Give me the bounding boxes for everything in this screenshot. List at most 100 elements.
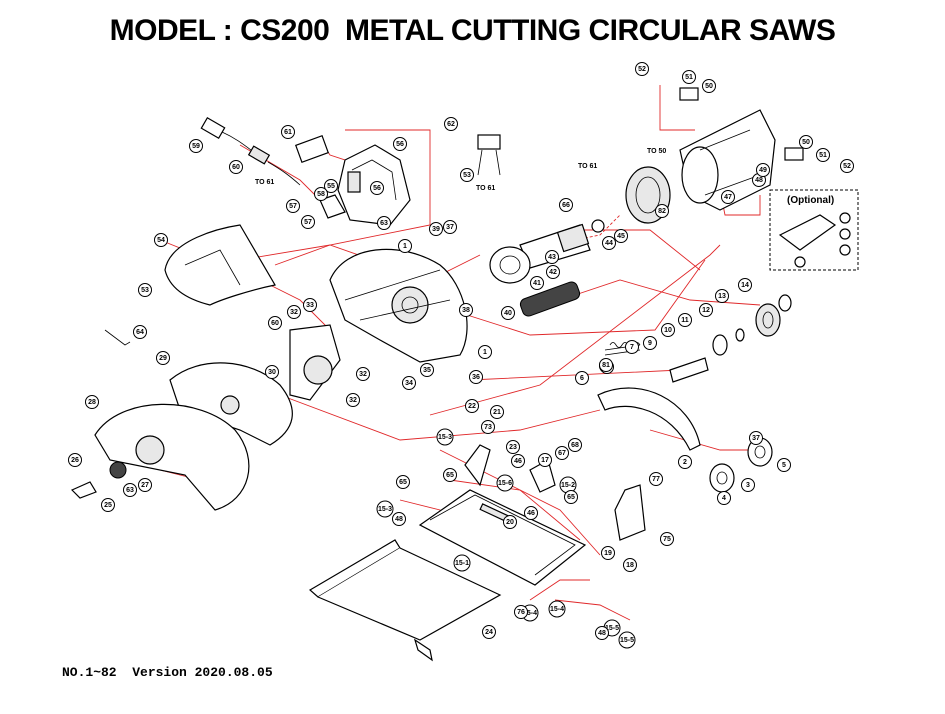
part-label-1: 1 (478, 345, 492, 359)
svg-text:10: 10 (664, 327, 672, 334)
part-label-45: 45 (614, 229, 628, 243)
part-label-23: 23 (506, 440, 520, 454)
part-label-58: 58 (314, 187, 328, 201)
part-label-154: 15-4 (548, 600, 566, 618)
svg-text:51: 51 (685, 74, 693, 81)
part-label-67: 67 (555, 446, 569, 460)
part-label-48: 48 (595, 626, 609, 640)
base-plate (418, 489, 587, 586)
svg-text:6: 6 (580, 375, 584, 382)
part-label-24: 24 (482, 625, 496, 639)
assembly-guide-lines (99, 85, 761, 621)
part-label-20: 20 (503, 515, 517, 529)
part-label-1: 1 (398, 239, 412, 253)
part-label-29: 29 (156, 351, 170, 365)
part-label-66: 66 (559, 198, 573, 212)
part-label-57: 57 (301, 215, 315, 229)
svg-text:38: 38 (462, 307, 470, 314)
part-label-33: 33 (303, 298, 317, 312)
svg-text:52: 52 (843, 163, 851, 170)
svg-text:65: 65 (567, 494, 575, 501)
svg-text:76: 76 (517, 609, 525, 616)
part-label-32: 32 (287, 305, 301, 319)
part-label-37: 37 (749, 431, 763, 445)
svg-text:46: 46 (514, 458, 522, 465)
optional-title: (Optional) (787, 195, 834, 206)
svg-text:53: 53 (463, 172, 471, 179)
svg-text:62: 62 (447, 121, 455, 128)
svg-text:15-3: 15-3 (378, 506, 392, 513)
svg-text:11: 11 (681, 317, 689, 324)
part-label-34: 34 (402, 376, 416, 390)
part-label-5: 5 (777, 458, 791, 472)
part-label-10: 10 (661, 323, 675, 337)
armature-rotor (519, 219, 605, 269)
svg-text:5: 5 (782, 462, 786, 469)
svg-text:49: 49 (759, 167, 767, 174)
svg-text:56: 56 (373, 185, 381, 192)
gear-housing (329, 248, 468, 363)
svg-text:15-4: 15-4 (550, 606, 564, 613)
svg-text:50: 50 (705, 83, 713, 90)
svg-text:15-5: 15-5 (605, 625, 619, 632)
svg-text:39: 39 (432, 226, 440, 233)
part-label-47: 47 (721, 190, 735, 204)
page-title: MODEL : CS200 METAL CUTTING CIRCULAR SAW… (109, 14, 836, 47)
svg-text:24: 24 (485, 629, 493, 636)
part-label-28: 28 (85, 395, 99, 409)
svg-text:42: 42 (549, 269, 557, 276)
part-label-14: 14 (738, 278, 752, 292)
svg-text:50: 50 (802, 139, 810, 146)
part-label-46: 46 (524, 506, 538, 520)
fence-bracket (614, 484, 646, 541)
part-label-68: 68 (568, 438, 582, 452)
svg-text:55: 55 (327, 183, 335, 190)
gear-train (712, 294, 792, 356)
svg-text:19: 19 (604, 550, 612, 557)
part-label-53: 53 (138, 283, 152, 297)
svg-text:59: 59 (192, 143, 200, 150)
svg-text:67: 67 (558, 450, 566, 457)
part-label-40: 40 (501, 306, 515, 320)
svg-text:60: 60 (271, 320, 279, 327)
svg-text:44: 44 (605, 240, 613, 247)
part-label-35: 35 (420, 363, 434, 377)
svg-text:12: 12 (702, 307, 710, 314)
part-label-26: 26 (68, 453, 82, 467)
svg-text:15-1: 15-1 (455, 560, 469, 567)
part-label-6: 6 (575, 371, 589, 385)
part-label-9: 9 (643, 336, 657, 350)
svg-text:9: 9 (648, 340, 652, 347)
svg-text:22: 22 (468, 403, 476, 410)
part-label-42: 42 (546, 265, 560, 279)
svg-text:57: 57 (304, 219, 312, 226)
part-label-37: 37 (443, 220, 457, 234)
part-label-12: 12 (699, 303, 713, 317)
part-label-39: 39 (429, 222, 443, 236)
retract-plate (289, 324, 341, 401)
svg-text:47: 47 (724, 194, 732, 201)
svg-text:18: 18 (626, 562, 634, 569)
svg-text:15-6: 15-6 (498, 480, 512, 487)
svg-text:1: 1 (483, 349, 487, 356)
optional-accessory-box: (Optional) (769, 189, 859, 271)
flange-washers (709, 437, 773, 493)
part-label-153: 15-3 (376, 500, 394, 518)
svg-text:48: 48 (755, 177, 763, 184)
part-label-25: 25 (101, 498, 115, 512)
svg-text:48: 48 (598, 630, 606, 637)
part-label-13: 13 (715, 289, 729, 303)
lower-blade-guard (169, 362, 293, 446)
power-cord-plug (200, 116, 301, 186)
part-label-41: 41 (530, 276, 544, 290)
svg-text:56: 56 (396, 141, 404, 148)
svg-text:32: 32 (359, 371, 367, 378)
svg-text:81: 81 (602, 362, 610, 369)
svg-text:60: 60 (232, 164, 240, 171)
brush-terminal (477, 134, 501, 176)
svg-text:37: 37 (446, 224, 454, 231)
note-to-61-a: TO 61 (255, 179, 274, 186)
part-label-43: 43 (545, 250, 559, 264)
svg-text:4: 4 (722, 495, 726, 502)
